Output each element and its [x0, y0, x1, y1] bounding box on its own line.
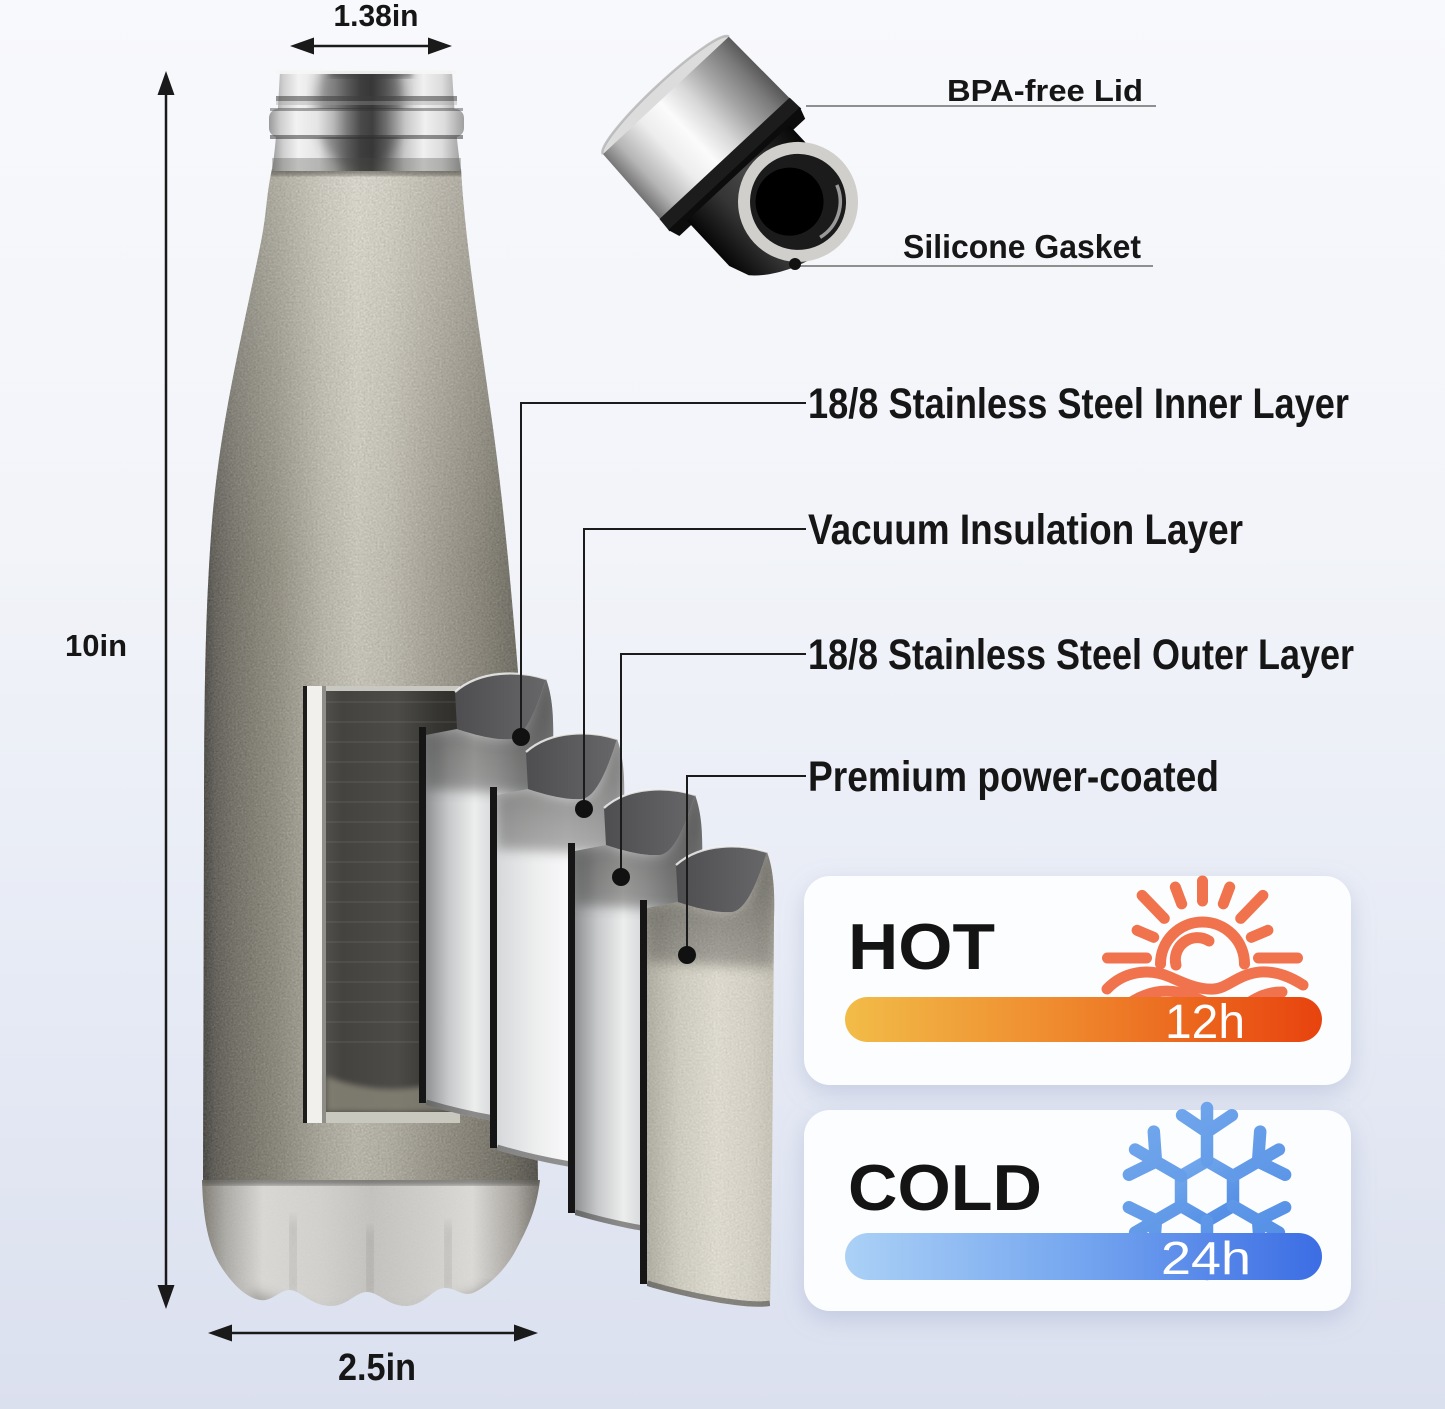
svg-text:12h: 12h	[1165, 996, 1245, 1049]
svg-text:18/8 Stainless Steel Outer Lay: 18/8 Stainless Steel Outer Layer	[808, 631, 1354, 679]
svg-text:24h: 24h	[1161, 1232, 1251, 1284]
svg-text:COLD: COLD	[848, 1151, 1042, 1224]
svg-text:2.5in: 2.5in	[338, 1347, 416, 1389]
svg-text:HOT: HOT	[848, 910, 995, 983]
svg-text:1.38in: 1.38in	[334, 0, 419, 33]
svg-text:Silicone Gasket: Silicone Gasket	[903, 228, 1141, 265]
svg-text:10in: 10in	[65, 628, 127, 663]
svg-text:BPA-free Lid: BPA-free Lid	[947, 73, 1143, 108]
svg-text:Vacuum Insulation Layer: Vacuum Insulation Layer	[808, 506, 1243, 554]
svg-text:Premium power-coated: Premium power-coated	[808, 753, 1219, 801]
svg-text:18/8 Stainless Steel Inner Lay: 18/8 Stainless Steel Inner Layer	[808, 380, 1349, 428]
